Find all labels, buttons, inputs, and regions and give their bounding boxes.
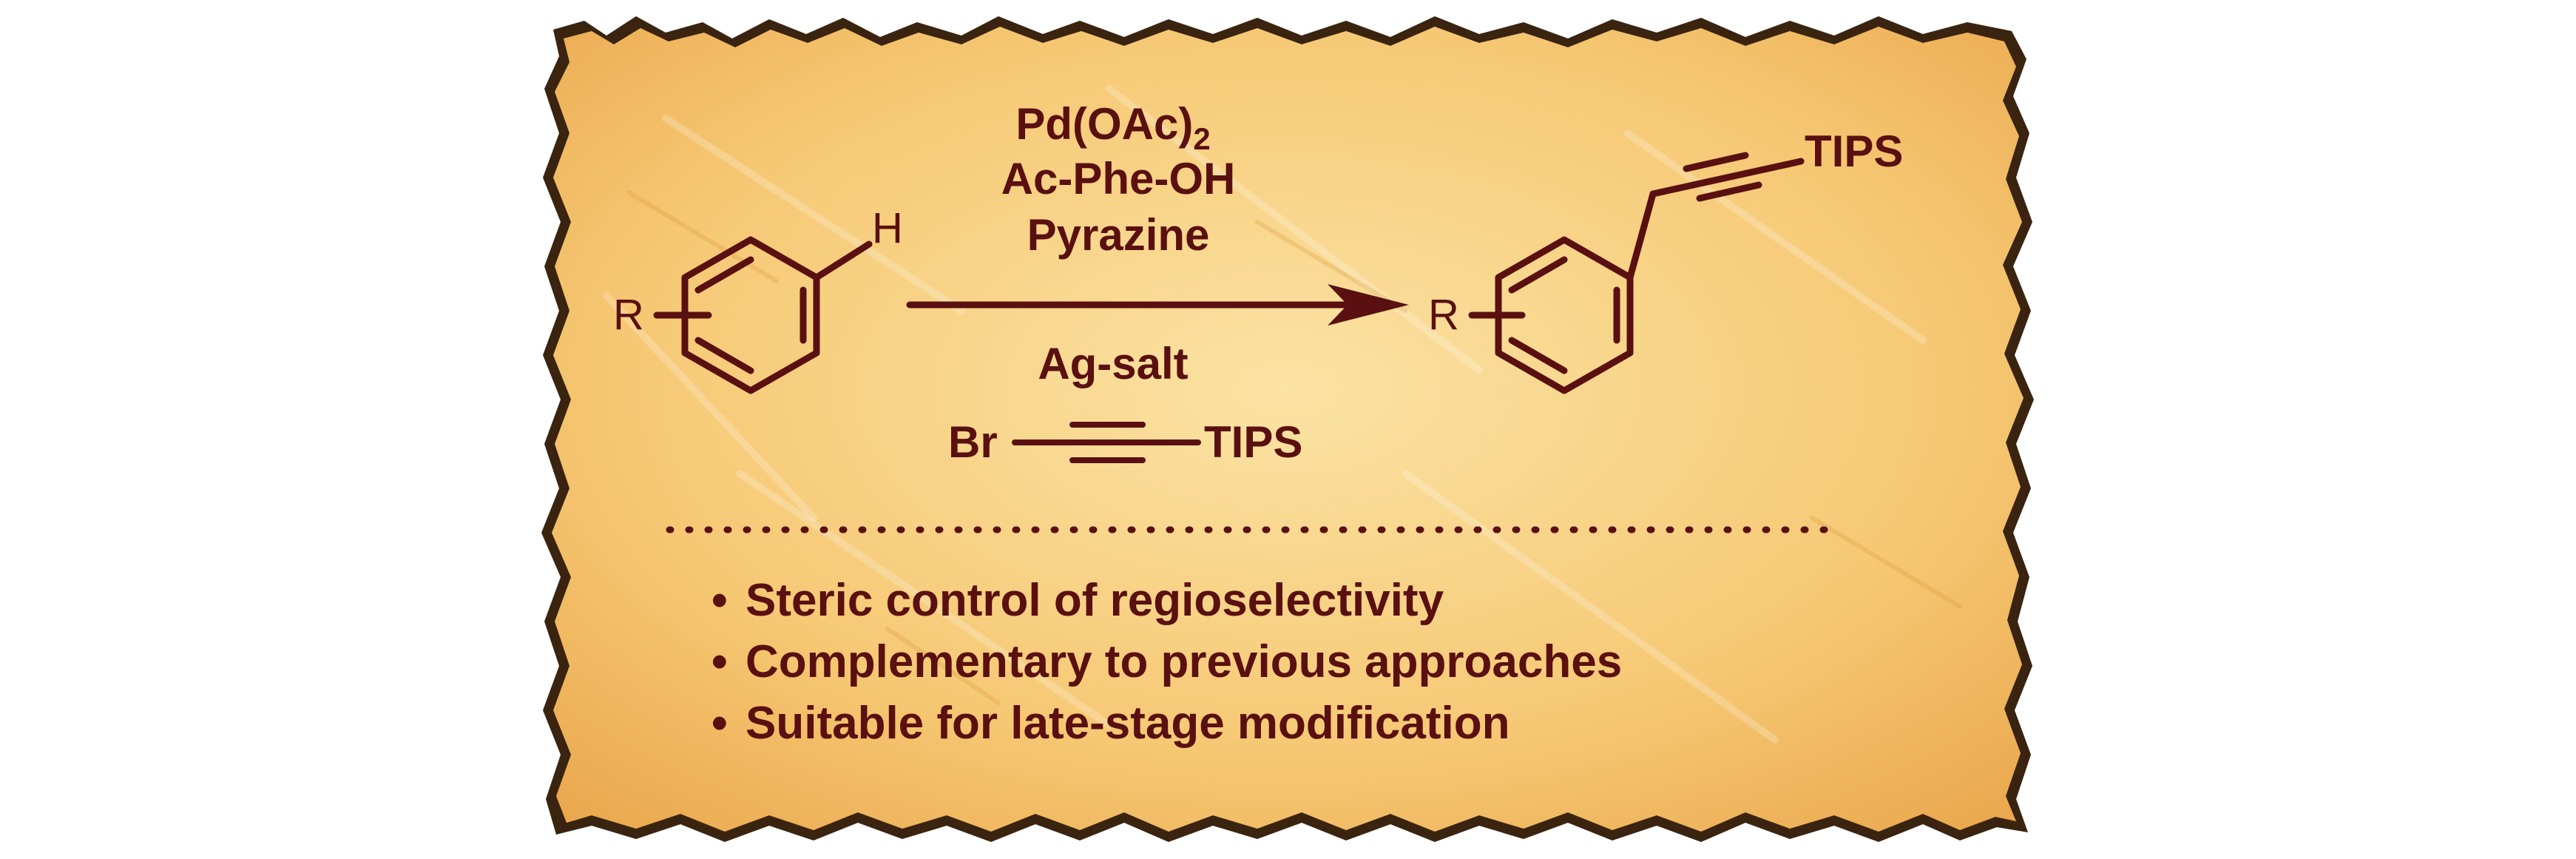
catalyst-name: Pd(OAc) [1015, 99, 1193, 149]
feature-item: • Complementary to previous approaches [711, 636, 1622, 687]
parchment-background [541, 16, 2034, 842]
catalyst-label: Pd(OAc)2 [1015, 99, 1210, 156]
reactant-substituent-label: R [613, 291, 644, 339]
parchment-surface [552, 27, 2024, 832]
feature-text: Steric control of regioselectivity [746, 575, 1444, 626]
product-alkyne-bond [1626, 190, 1657, 281]
product-tips-label: TIPS [1805, 127, 1903, 176]
reactant-structure [653, 236, 873, 394]
product-aromatic-bond [1508, 337, 1568, 374]
product-aromatic-bond [1508, 256, 1568, 294]
reactant-ch-bond [813, 240, 873, 281]
parchment-texture [603, 85, 1927, 744]
reactant-hydrogen-label: H [872, 204, 903, 252]
product-alkyne-bond-main [1649, 158, 1805, 198]
product-alkyne-bond-upper [1683, 152, 1749, 172]
reactant-aromatic-bond [694, 256, 754, 294]
reagent-alkyne-bond [1012, 422, 1201, 463]
additive-label: Pyrazine [1027, 210, 1210, 260]
salt-label: Ag-salt [1038, 339, 1188, 388]
reaction-arrow [906, 284, 1409, 326]
feature-list: • Steric control of regioselectivity • C… [711, 575, 1622, 749]
feature-item: • Suitable for late-stage modification [711, 698, 1510, 749]
catalyst-subscript: 2 [1193, 121, 1210, 156]
product-structure [1468, 152, 1805, 394]
product-substituent-label: R [1428, 291, 1459, 339]
ligand-label: Ac-Phe-OH [1001, 154, 1236, 203]
product-alkyne-bond-lower [1696, 181, 1762, 202]
feature-item: • Steric control of regioselectivity [711, 575, 1444, 626]
reagent-bromo-label: Br [948, 417, 998, 467]
feature-bullet: • [711, 698, 728, 749]
reagent-tips-label: TIPS [1204, 417, 1302, 467]
feature-text: Complementary to previous approaches [746, 636, 1622, 687]
reactant-aromatic-bond [694, 337, 754, 374]
feature-bullet: • [711, 636, 728, 687]
feature-bullet: • [711, 575, 728, 626]
feature-text: Suitable for late-stage modification [746, 698, 1510, 749]
arrow-head [1328, 284, 1409, 326]
parchment-stains [626, 190, 1962, 705]
